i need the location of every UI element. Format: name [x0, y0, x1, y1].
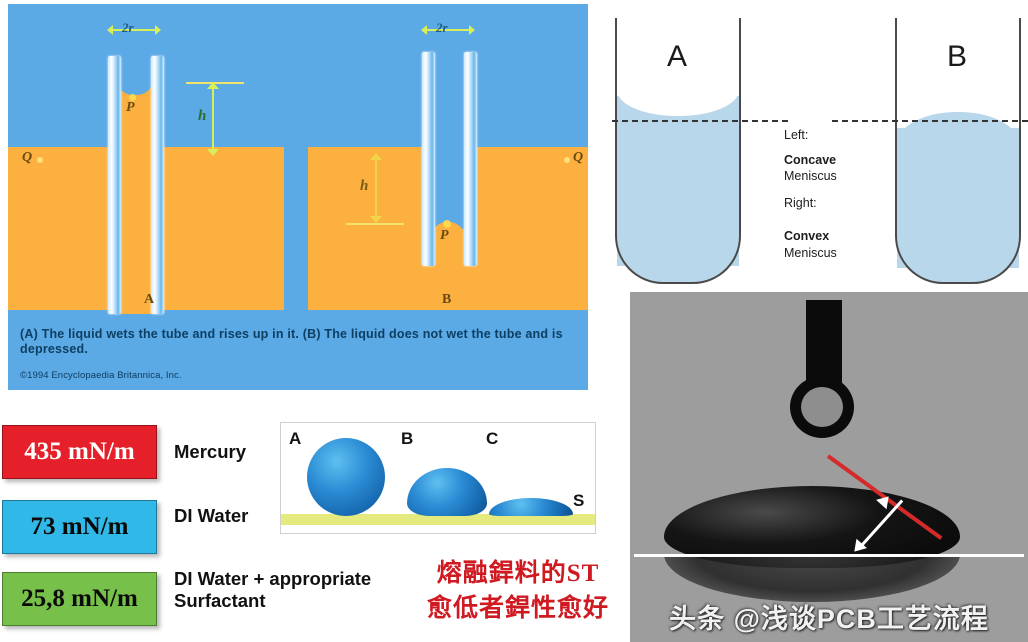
h-a-dimension-line: [212, 88, 214, 154]
chinese-annotation: 熔融銲料的ST 愈低者銲性愈好: [404, 556, 632, 626]
tube-a-meniscus-curve: [117, 79, 153, 95]
capillary-caption: (A) The liquid wets the tube and rises u…: [20, 327, 563, 356]
tube-b-right-wall: [1019, 18, 1021, 234]
surface-tension-liquid-surfactant: DI Water + appropriate Surfactant: [174, 568, 372, 611]
surface-tension-value-di-water: 73 mN/m: [30, 513, 129, 540]
tube-a-right-wall: [739, 18, 741, 234]
tube-b-meniscus-curve: [431, 222, 465, 238]
h-b-dimension-line: [375, 159, 377, 221]
h-b-arrow-up: [370, 153, 382, 160]
h-a-label: h: [198, 108, 207, 124]
tube-a-rounded-bottom: [615, 210, 741, 284]
meniscus-legend-right-title: Right:: [784, 196, 817, 210]
chinese-annotation-line-1: 熔融銲料的ST: [436, 560, 600, 587]
meniscus-legend-left-title: Left:: [784, 128, 809, 142]
dim-2r-b-label: 2r: [436, 20, 448, 35]
point-q-a-label: Q: [22, 150, 33, 165]
surface-tension-box-mercury: 435 mN/m: [2, 425, 157, 479]
contact-angle-photograph: 头条 @浅谈PCB工艺流程: [630, 292, 1028, 642]
tube-a-left-wall: [615, 18, 617, 234]
surface-tension-value-surfactant: 25,8 mN/m: [21, 585, 138, 612]
meniscus-legend-concave-sub: Meniscus: [784, 169, 837, 183]
watermark-text: 头条 @浅谈PCB工艺流程: [669, 604, 989, 634]
tube-a-right-wall: [151, 56, 164, 314]
droplet-surface-label: S: [573, 491, 585, 510]
tube-b-convex-surface: [897, 112, 1019, 144]
capillary-credit: ©1994 Encyclopaedia Britannica, Inc.: [20, 370, 182, 381]
point-q-b-marker: [564, 157, 570, 163]
tube-b-right-wall: [464, 52, 477, 266]
h-b-arrow-down: [370, 216, 382, 223]
reference-level-dash-right: [832, 120, 1028, 122]
reference-level-dash-left: [612, 120, 788, 122]
tube-b-depressed-gas: [431, 147, 465, 229]
tube-b-left-wall: [422, 52, 435, 266]
h-b-bottom-reference-line: [346, 223, 404, 225]
tube-b-letter: B: [947, 40, 968, 73]
h-b-label: h: [360, 178, 369, 194]
meniscus-legend-convex: Convex: [784, 229, 830, 243]
case-a-label: A: [144, 292, 155, 307]
point-p-a-label: P: [126, 100, 135, 115]
meniscus-comparison-figure: A B Left: Concave Meniscus Right: Convex…: [612, 0, 1028, 290]
droplet-b-partial-wetting: [407, 468, 487, 516]
point-q-b-label: Q: [573, 150, 584, 165]
point-p-b-label: P: [440, 228, 449, 243]
solder-droplet-reflection: [664, 554, 960, 602]
surface-tension-box-surfactant: 25,8 mN/m: [2, 572, 157, 626]
surface-tension-value-mercury: 435 mN/m: [24, 438, 135, 465]
droplet-b-label: B: [401, 429, 414, 448]
capillary-action-figure: 2r P h Q A 2r P h Q: [8, 4, 588, 390]
tube-b-rounded-bottom: [895, 210, 1021, 284]
dim-2r-b-arrow-right: [469, 25, 475, 35]
h-a-arrow-down: [207, 149, 219, 156]
dim-2r-a-arrow-left: [107, 25, 113, 35]
dim-2r-a-label: 2r: [122, 20, 134, 35]
tube-b-left-wall: [895, 18, 897, 234]
chinese-annotation-line-2: 愈低者銲性愈好: [426, 595, 609, 622]
dim-2r-a-arrow-right: [155, 25, 161, 35]
point-q-a-marker: [37, 157, 43, 163]
meniscus-legend-convex-sub: Meniscus: [784, 246, 837, 260]
contact-baseline: [634, 554, 1024, 557]
dim-2r-b-arrow-left: [421, 25, 427, 35]
tube-a-liquid-column: [117, 84, 153, 314]
meniscus-legend-concave: Concave: [784, 153, 837, 167]
droplet-substrate-surface: [281, 514, 595, 525]
tube-a-left-wall: [108, 56, 121, 314]
surface-tension-liquid-di-water: DI Water: [174, 505, 249, 526]
point-p-a-marker: [129, 94, 136, 101]
dim-2r-a-line: [112, 29, 156, 31]
droplet-c-wetting: [489, 498, 573, 516]
case-b-label: B: [442, 292, 452, 307]
droplet-a-non-wetting: [307, 438, 385, 516]
wetting-droplet-figure: A B C S: [280, 422, 596, 534]
tube-a-letter: A: [667, 40, 688, 73]
surface-tension-box-di-water: 73 mN/m: [2, 500, 157, 554]
h-a-arrow-up: [207, 82, 219, 89]
surface-tension-liquid-mercury: Mercury: [174, 441, 246, 462]
needle-tip-ring: [790, 376, 854, 438]
droplet-c-label: C: [486, 429, 499, 448]
point-p-b-marker: [443, 220, 451, 228]
dim-2r-b-line: [426, 29, 470, 31]
droplet-a-label: A: [289, 429, 302, 448]
